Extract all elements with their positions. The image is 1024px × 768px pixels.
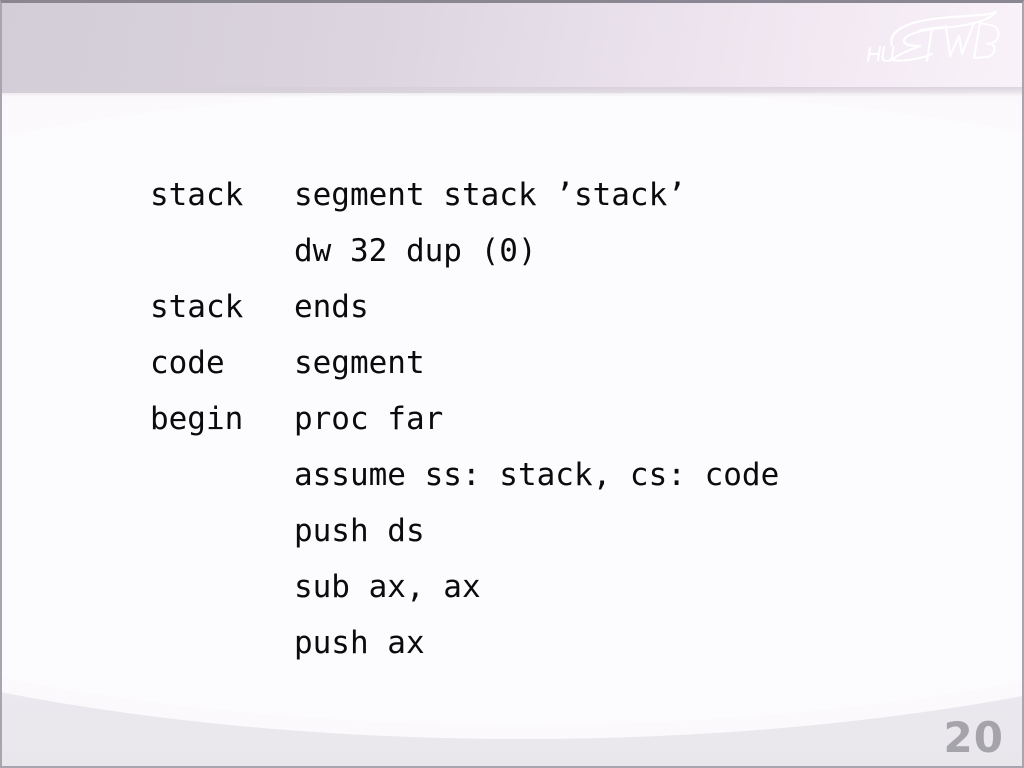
code-text: segment (293, 345, 425, 381)
code-listing: stack segment stack ’stack’ dw 32 dup (0)… (2, 111, 1022, 661)
code-line: push ax (2, 559, 1022, 661)
code-text: segment stack ’stack’ (293, 177, 686, 213)
code-line: sub ax, ax (2, 503, 1022, 605)
code-text: dw 32 dup (0) (293, 233, 537, 269)
code-label: stack (149, 177, 244, 213)
code-text: assume ss: stack, cs: code (293, 457, 780, 493)
code-line: code segment (2, 279, 1022, 381)
header-band (2, 3, 1022, 93)
code-line: stack ends (2, 223, 1022, 325)
code-text: ends (293, 289, 369, 325)
code-line: assume ss: stack, cs: code (2, 391, 1022, 493)
code-label: begin (149, 401, 244, 437)
code-line: dw 32 dup (0) (2, 167, 1022, 269)
header-fade-edge (2, 87, 1022, 97)
code-text: push ax (293, 625, 425, 661)
code-line: push ds (2, 447, 1022, 549)
code-line: stack segment stack ’stack’ (2, 111, 1022, 213)
page-number: 20 (943, 713, 1004, 762)
code-text: proc far (293, 401, 444, 437)
code-line: begin proc far (2, 335, 1022, 437)
code-text: sub ax, ax (293, 569, 481, 605)
code-label: stack (149, 289, 244, 325)
code-label: code (149, 345, 225, 381)
code-text: push ds (293, 513, 425, 549)
hustwb-logo (858, 6, 1008, 68)
